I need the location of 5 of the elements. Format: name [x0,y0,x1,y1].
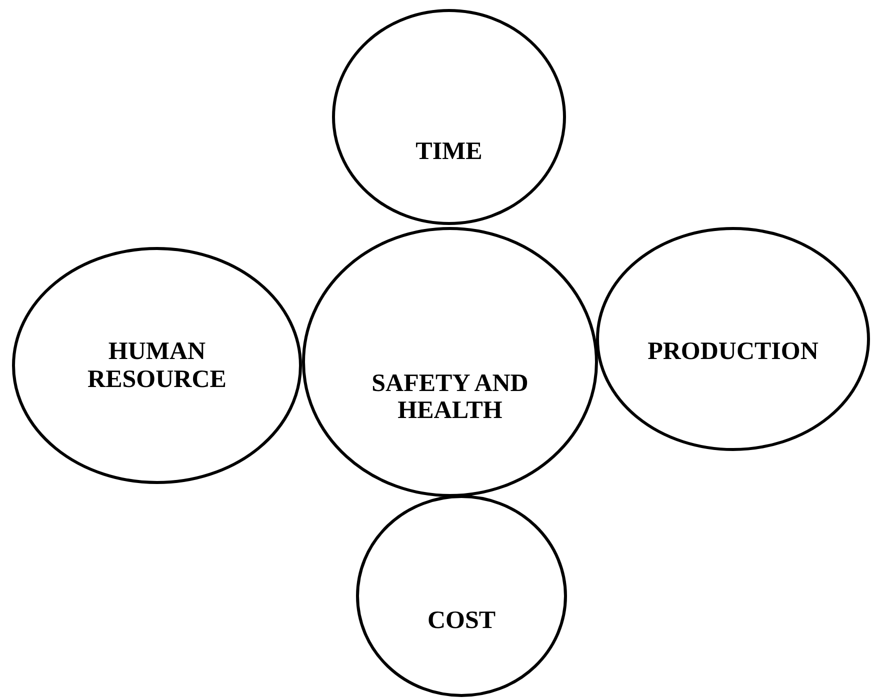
node-label: COST [427,607,496,635]
node-label: TIME [416,138,482,166]
node-label: HUMAN RESOURCE [86,338,228,393]
node-label: SAFETY AND HEALTH [370,370,530,424]
node-label: PRODUCTION [648,338,818,366]
